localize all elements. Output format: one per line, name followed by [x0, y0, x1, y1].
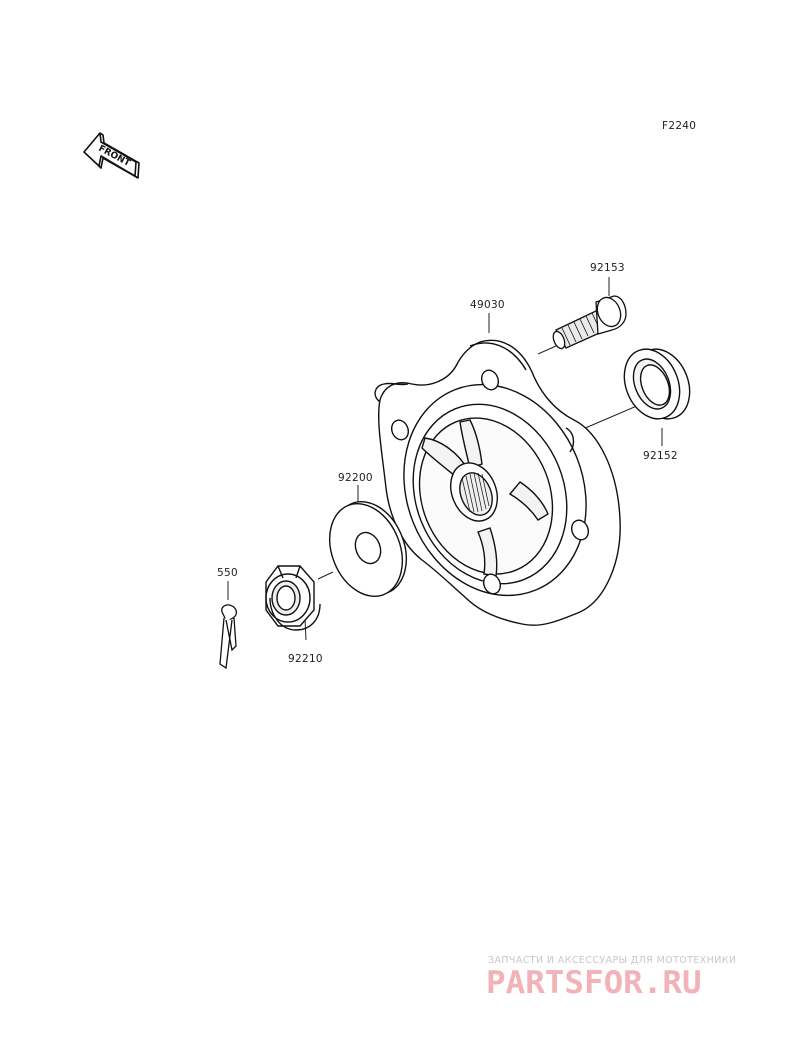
part-number-stud: 92153 — [590, 262, 625, 274]
watermark-subtitle: ЗАПЧАСТИ И АКСЕССУАРЫ ДЛЯ МОТОТЕХНИКИ — [488, 955, 737, 966]
cotter-pin-part — [219, 604, 238, 670]
stud-part — [552, 295, 627, 350]
front-arrow-icon: FRONT — [83, 132, 140, 179]
seal-part — [623, 348, 691, 420]
part-number-washer: 92200 — [338, 472, 373, 484]
part-number-seal: 92152 — [643, 450, 678, 462]
washer-part — [329, 501, 407, 597]
watermark-brand-logo: PARTSFOR.RU — [486, 965, 702, 1001]
part-number-cotter-pin: 550 — [217, 567, 238, 579]
hub-part — [374, 339, 621, 626]
part-number-hub: 49030 — [470, 299, 505, 311]
nut-part — [265, 565, 321, 631]
diagram-code: F2240 — [662, 120, 697, 132]
part-number-nut: 92210 — [288, 653, 323, 665]
